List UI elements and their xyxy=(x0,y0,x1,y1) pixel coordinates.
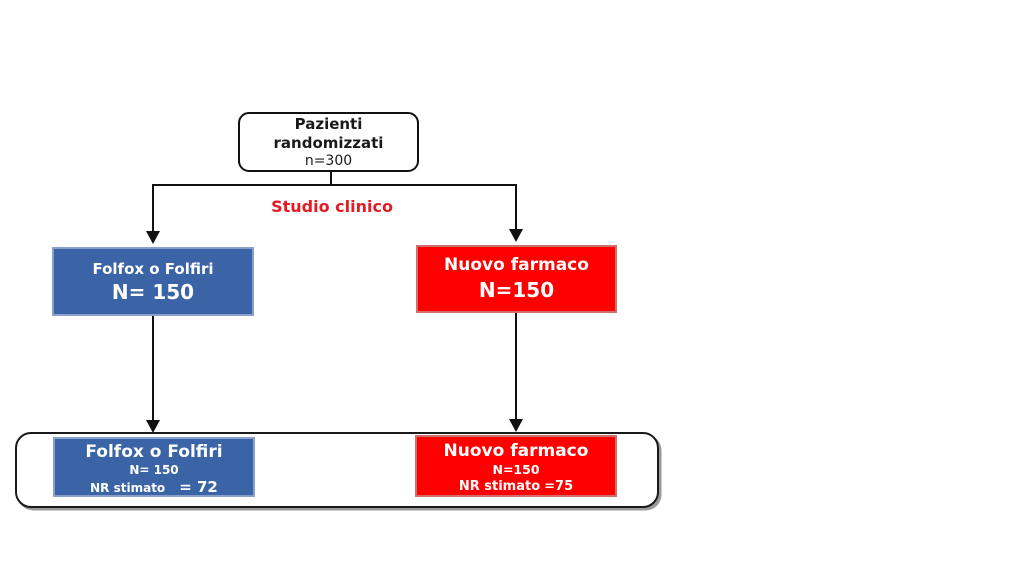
experimental-outcome-nr-label: NR stimato xyxy=(458,479,541,494)
control-outcome-box: Folfox o Folfiri N= 150 NR stimato = 72 xyxy=(53,437,255,497)
experimental-arm-title: Nuovo farmaco xyxy=(444,255,589,275)
arrowhead-left-outcome-icon xyxy=(146,420,160,433)
experimental-outcome-nr-value: =75 xyxy=(544,479,574,494)
experimental-outcome-title: Nuovo farmaco xyxy=(443,441,589,461)
experimental-arm-n: N=150 xyxy=(478,278,555,302)
randomized-patients-count: n=300 xyxy=(304,152,353,169)
connector-branch-horizontal xyxy=(152,184,517,186)
control-arm-n: N= 150 xyxy=(111,280,195,304)
randomized-patients-box: Pazienti randomizzati n=300 xyxy=(238,112,419,172)
experimental-arm-box: Nuovo farmaco N=150 xyxy=(416,245,617,313)
control-arm-box: Folfox o Folfiri N= 150 xyxy=(52,247,254,316)
control-outcome-n: N= 150 xyxy=(129,463,179,477)
connector-right-outcome xyxy=(515,313,517,420)
connector-right-drop xyxy=(515,184,517,230)
arrowhead-right-icon xyxy=(509,229,523,242)
control-outcome-title: Folfox o Folfiri xyxy=(85,442,223,462)
experimental-outcome-box: Nuovo farmaco N=150 NR stimato=75 xyxy=(415,435,617,497)
experimental-outcome-n: N=150 xyxy=(492,462,540,477)
control-arm-title: Folfox o Folfiri xyxy=(92,260,214,278)
connector-top-stub xyxy=(330,172,332,186)
control-outcome-nr-label: NR stimato xyxy=(90,481,166,495)
control-outcome-nr: NR stimato = 72 xyxy=(55,478,253,497)
arrowhead-right-outcome-icon xyxy=(509,419,523,432)
connector-left-outcome xyxy=(152,316,154,421)
experimental-outcome-nr: NR stimato=75 xyxy=(417,478,615,495)
study-label: Studio clinico xyxy=(271,197,393,216)
arrowhead-left-icon xyxy=(146,231,160,244)
control-outcome-nr-value: = 72 xyxy=(179,478,218,496)
randomized-patients-title: Pazienti randomizzati xyxy=(273,114,384,152)
connector-left-drop xyxy=(152,184,154,232)
